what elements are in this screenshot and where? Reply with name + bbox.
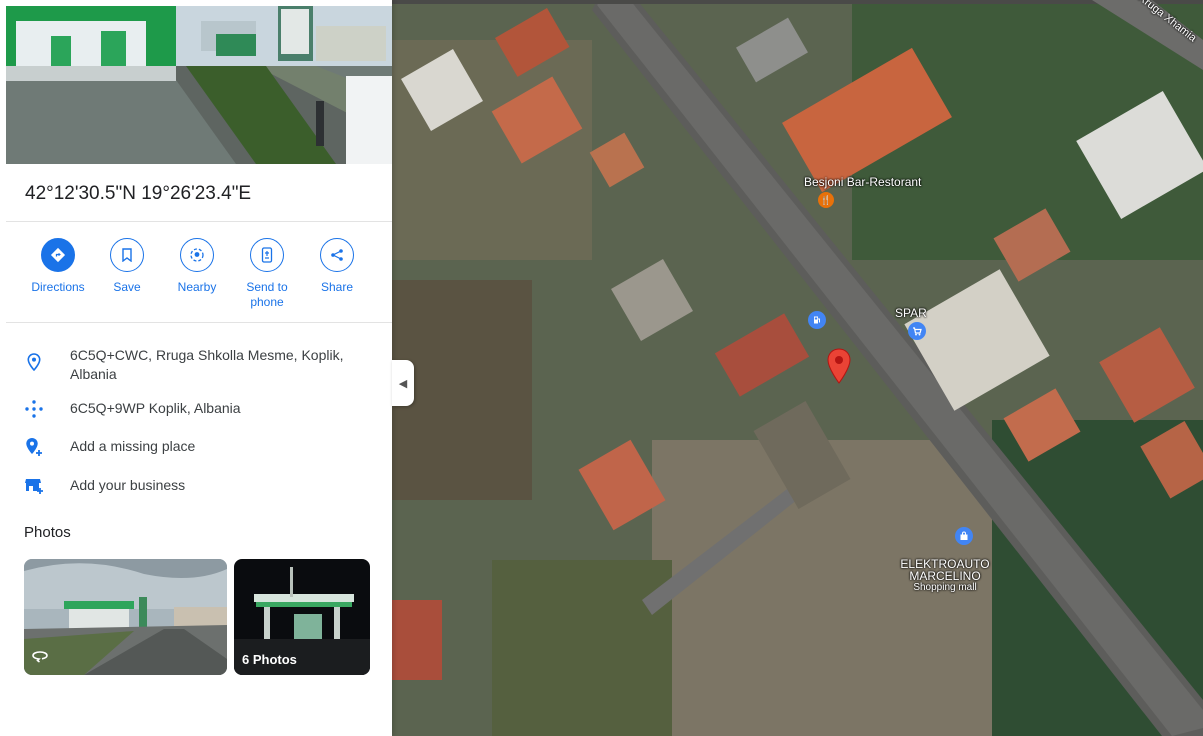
send-to-phone-button[interactable]: Send to phone: [237, 238, 297, 310]
gas-station-icon[interactable]: [808, 311, 826, 329]
add-location-icon: [24, 437, 44, 457]
directions-button[interactable]: Directions: [28, 238, 88, 295]
nearby-button[interactable]: Nearby: [167, 238, 227, 295]
night-photo-image: [234, 559, 370, 675]
place-coordinates: 42°12'30.5"N 19°26'23.4"E: [25, 183, 252, 204]
shopping-bag-icon[interactable]: [955, 527, 973, 545]
directions-icon: [41, 238, 75, 272]
bookmark-icon: [110, 238, 144, 272]
add-missing-place-text: Add a missing place: [70, 438, 196, 454]
shopping-cart-icon[interactable]: [908, 322, 926, 340]
save-button[interactable]: Save: [97, 238, 157, 295]
restaurant-poi-icon[interactable]: 🍴: [818, 192, 834, 208]
directions-label: Directions: [31, 280, 85, 294]
plus-code-row[interactable]: 6C5Q+9WP Koplik, Albania: [0, 399, 392, 421]
all-photos-tile[interactable]: 6 Photos: [234, 559, 370, 675]
share-icon: [320, 238, 354, 272]
satellite-imagery: [392, 0, 1203, 736]
send-to-phone-icon: [250, 238, 284, 272]
share-button[interactable]: Share: [307, 238, 367, 295]
add-business-row[interactable]: Add your business: [0, 476, 392, 498]
plus-code-icon: [24, 399, 44, 419]
plus-code-text: 6C5Q+9WP Koplik, Albania: [70, 400, 241, 416]
divider: [6, 322, 392, 323]
hero-photo-image: [6, 6, 392, 164]
add-business-text: Add your business: [70, 477, 186, 493]
satellite-map[interactable]: 🍴 Besjoni Bar-Restorant SPAR ELEKTROAUTO…: [392, 0, 1203, 736]
share-label: Share: [320, 280, 354, 294]
elektroauto-label[interactable]: ELEKTROAUTO MARCELINO Shopping mall: [895, 558, 995, 594]
elektroauto-name: ELEKTROAUTO MARCELINO: [900, 557, 990, 583]
photo-count-label: 6 Photos: [242, 652, 297, 667]
selected-location-pin[interactable]: [826, 348, 852, 389]
spar-label[interactable]: SPAR: [895, 306, 927, 320]
address-row[interactable]: 6C5Q+CWC, Rruga Shkolla Mesme, Koplik, A…: [0, 346, 392, 386]
address-text: 6C5Q+CWC, Rruga Shkolla Mesme, Koplik, A…: [70, 347, 344, 382]
street-view-icon: [32, 650, 48, 669]
chevron-left-icon: ◀: [398, 377, 408, 390]
location-pin-icon: [24, 352, 44, 372]
photos-heading: Photos: [24, 524, 71, 541]
divider: [6, 221, 392, 222]
collapse-panel-button[interactable]: ◀: [392, 360, 414, 406]
nearby-icon: [180, 238, 214, 272]
restaurant-label[interactable]: Besjoni Bar-Restorant: [804, 175, 922, 189]
add-business-icon: [24, 476, 44, 496]
send-to-phone-label: Send to phone: [246, 280, 288, 309]
street-view-photo[interactable]: [24, 559, 227, 675]
elektroauto-type: Shopping mall: [913, 582, 977, 593]
place-hero-photo[interactable]: [6, 6, 392, 164]
street-view-image: [24, 559, 227, 675]
place-panel: 42°12'30.5"N 19°26'23.4"E Directions Sav…: [0, 0, 392, 736]
nearby-label: Nearby: [177, 280, 217, 294]
add-missing-place-row[interactable]: Add a missing place: [0, 437, 392, 459]
save-label: Save: [113, 280, 141, 294]
